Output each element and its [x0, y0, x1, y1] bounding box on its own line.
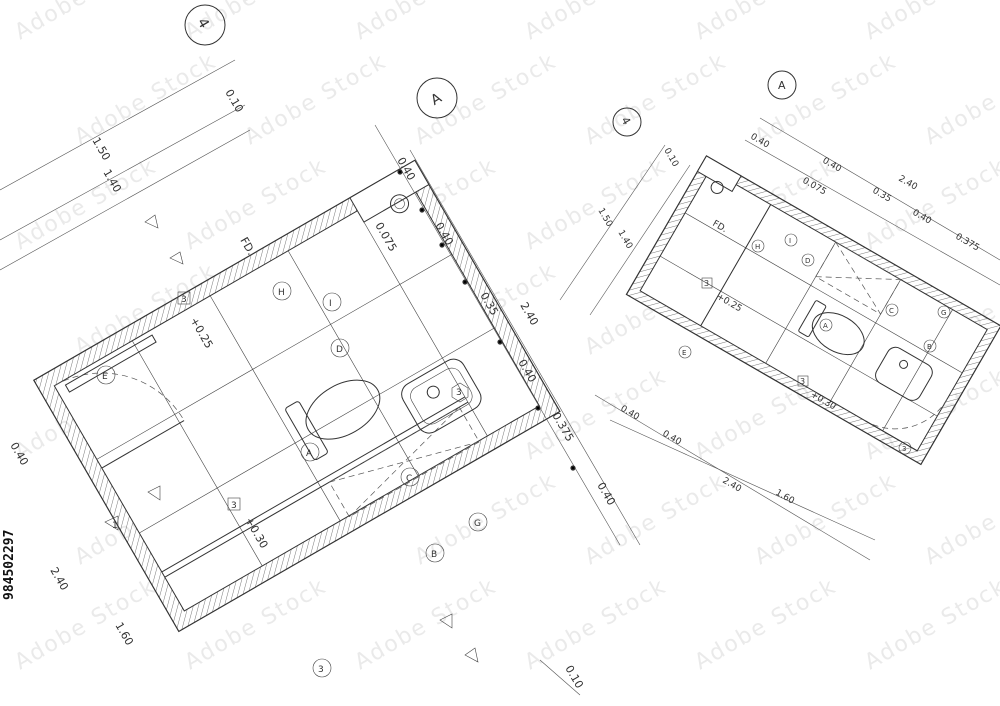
large-dim-2-40-left: 2.40 — [47, 565, 71, 593]
large-tag-d: D — [336, 345, 343, 355]
small-dim-left-1-40: 1.40 — [615, 229, 634, 252]
large-tag-e: E — [102, 372, 108, 382]
watermark-text: Adobe Stock — [351, 574, 502, 675]
large-section-1: 1 — [112, 521, 118, 531]
large-tag-i: I — [329, 299, 332, 309]
stock-image-id: 984502297 — [2, 529, 17, 600]
small-tag-i: I — [789, 237, 791, 245]
small-dim-top-0-375: 0.375 — [954, 232, 981, 254]
watermark-text: Adobe Stock — [691, 574, 842, 675]
small-sink — [875, 346, 933, 401]
large-level-box-2: 3 — [231, 501, 237, 511]
small-tag-3: 3 — [902, 445, 906, 453]
watermark-text: Adobe Stock — [921, 469, 1000, 570]
small-dim-top-0-35: 0.35 — [871, 186, 893, 205]
small-floor-plan — [625, 155, 1000, 466]
large-tag-3: 3 — [318, 665, 324, 675]
small-tag-a: A — [823, 322, 828, 330]
large-tag-c: C — [406, 474, 412, 484]
large-grid-bubble-a: A — [428, 90, 445, 109]
large-tag-g: G — [474, 519, 481, 529]
large-tag-h: H — [278, 288, 285, 298]
watermark-text: Adobe Stock — [11, 0, 162, 45]
small-level-box-2: 3 — [800, 377, 805, 386]
watermark-text: Adobe Stock — [861, 0, 1000, 45]
large-floor-plan — [32, 159, 561, 633]
watermark-text: Adobe Stock — [691, 0, 842, 45]
large-dim-0-10: 0.10 — [222, 87, 246, 115]
watermark-text: Adobe Stock — [11, 154, 162, 255]
watermark-text: Adobe Stock — [71, 49, 222, 150]
small-toilet — [798, 300, 865, 356]
large-dim-1-60: 1.60 — [112, 620, 136, 648]
small-dim-bottom-0-40b: 0.40 — [661, 429, 684, 448]
watermark-text: Adobe Stock — [861, 574, 1000, 675]
small-dim-bottom-0-40a: 0.40 — [619, 404, 642, 423]
watermark-text: Adobe Stock — [751, 469, 902, 570]
watermark-text: Adobe Stock — [241, 49, 392, 150]
small-tag-e: E — [682, 349, 686, 357]
small-tag-h: H — [755, 243, 760, 251]
small-tag-d: D — [805, 257, 810, 265]
small-tag-g: G — [941, 309, 946, 317]
watermark-text: Adobe Stock — [521, 574, 672, 675]
large-dim-1-50: 1.50 — [89, 135, 113, 163]
small-tag-b: B — [927, 343, 932, 351]
large-tag-b: B — [431, 550, 437, 560]
large-level-box-1: 3 — [181, 295, 187, 305]
large-hex-3: 3 — [456, 388, 462, 398]
large-sink — [401, 358, 482, 434]
small-grid-bubble-a: A — [778, 79, 786, 92]
watermark-text: Adobe Stock — [921, 49, 1000, 150]
large-dim-right-2-40: 2.40 — [517, 300, 541, 328]
large-dim-bottom-0-10: 0.10 — [562, 663, 586, 691]
large-tag-a: A — [306, 449, 313, 459]
watermark-text: Adobe Stock — [351, 0, 502, 45]
watermark-text: Adobe Stock — [861, 154, 1000, 255]
watermark-text: Adobe Stock — [11, 574, 162, 675]
watermark-text: Adobe Stock — [581, 49, 732, 150]
small-dim-top-2-40: 2.40 — [897, 174, 920, 193]
watermark-text: Adobe Stock — [751, 49, 902, 150]
large-toilet — [285, 379, 381, 461]
watermark-text: Adobe Stock — [521, 0, 672, 45]
small-level-box-1: 3 — [704, 279, 709, 288]
large-dim-right-0-40d: 0.40 — [594, 480, 618, 508]
small-tag-c: C — [889, 307, 894, 315]
